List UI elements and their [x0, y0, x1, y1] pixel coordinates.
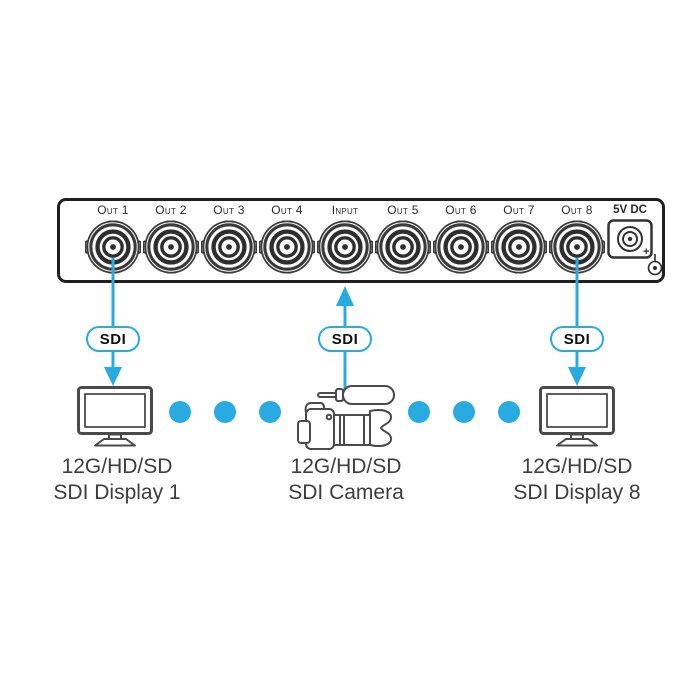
bnc-connector-icon [143, 219, 199, 275]
bnc-connector-icon [433, 219, 489, 275]
camera-icon [297, 385, 395, 450]
ellipsis-dot [498, 401, 520, 423]
sdi-cable-down-8 [568, 258, 586, 386]
port-out-4: Out 4 [258, 203, 316, 281]
port-label: Out 7 [503, 203, 535, 217]
caption-line-1: 12G/HD/SD [290, 455, 402, 478]
port-out-2: Out 2 [142, 203, 200, 281]
port-out-8: Out 8 [548, 203, 606, 281]
port-out-6: Out 6 [432, 203, 490, 281]
caption-line-2: SDI Display 8 [513, 481, 641, 504]
ellipsis-dot [169, 401, 191, 423]
ellipsis-dot [259, 401, 281, 423]
port-label: Out 2 [155, 203, 187, 217]
port-label: Out 5 [387, 203, 419, 217]
bnc-connector-icon [375, 219, 431, 275]
endpoint-caption-display-1: 12G/HD/SD SDI Display 1 [17, 454, 217, 506]
power-section: 5V DC [604, 203, 656, 259]
port-label: Out 3 [213, 203, 245, 217]
sdi-label-pill: SDI [550, 326, 604, 352]
display-icon [539, 386, 615, 447]
port-label: Input [331, 203, 359, 217]
display-icon [77, 386, 153, 447]
caption-line-1: 12G/HD/SD [521, 455, 633, 478]
arrow-down-icon [104, 367, 122, 386]
sdi-label: SDI [563, 330, 591, 348]
port-input: Input [316, 203, 374, 281]
caption-line-2: SDI Camera [288, 481, 404, 504]
port-label: Out 4 [271, 203, 303, 217]
ellipsis-dot [453, 401, 475, 423]
bnc-connector-icon [259, 219, 315, 275]
endpoint-caption-camera: 12G/HD/SD SDI Camera [246, 454, 446, 506]
arrow-down-icon [568, 367, 586, 386]
port-out-5: Out 5 [374, 203, 432, 281]
port-label: Out 1 [97, 203, 129, 217]
sdi-label: SDI [331, 330, 359, 348]
svg-text:+: + [643, 246, 649, 258]
caption-line-1: 12G/HD/SD [61, 455, 173, 478]
port-label: Out 8 [561, 203, 593, 217]
polarity-icon: + [643, 246, 663, 276]
sdi-cable-down-1 [104, 258, 122, 386]
port-out-1: Out 1 [84, 203, 142, 281]
port-out-7: Out 7 [490, 203, 548, 281]
caption-line-2: SDI Display 1 [53, 481, 181, 504]
power-label: 5V DC [613, 204, 647, 216]
sdi-label-pill: SDI [318, 326, 372, 352]
endpoint-caption-display-8: 12G/HD/SD SDI Display 8 [477, 454, 677, 506]
sdi-label: SDI [99, 330, 127, 348]
bnc-connector-icon [201, 219, 257, 275]
bnc-connector-icon [317, 219, 373, 275]
bnc-connector-icon [491, 219, 547, 275]
ellipsis-dot [214, 401, 236, 423]
port-out-3: Out 3 [200, 203, 258, 281]
arrow-up-icon [336, 286, 354, 306]
sdi-label-pill: SDI [86, 326, 140, 352]
port-label: Out 6 [445, 203, 477, 217]
ellipsis-dot [408, 401, 430, 423]
